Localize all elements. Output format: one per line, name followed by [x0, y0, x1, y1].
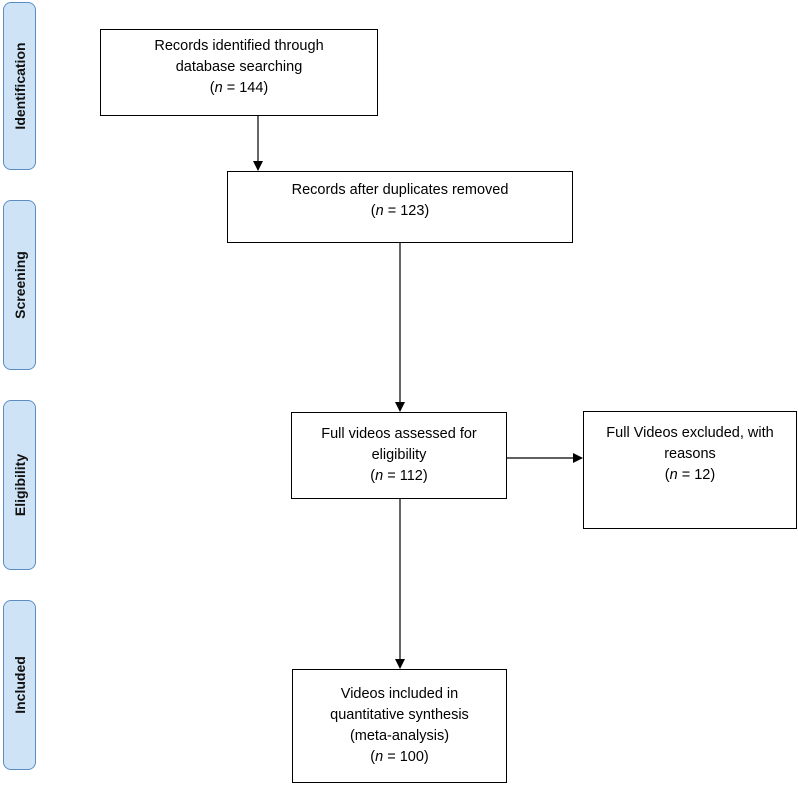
- box-assessed-line2: eligibility: [371, 447, 427, 463]
- box-identified-line1: Records identified through: [154, 38, 324, 54]
- box-assessed-line1: Full videos assessed for: [321, 426, 477, 442]
- box-records-identified: Records identified through database sear…: [100, 29, 378, 116]
- phase-eligibility: Eligibility: [3, 400, 36, 570]
- box-dedup-count: (n = 123): [370, 203, 430, 219]
- phase-identification: Identification: [3, 2, 36, 170]
- box-included-count: (n = 100): [370, 749, 429, 765]
- phase-included: Included: [3, 600, 36, 770]
- box-excluded-line1: Full Videos excluded, with: [606, 424, 774, 441]
- box-videos-included: Videos included in quantitative synthesi…: [292, 669, 507, 783]
- box-full-videos-assessed: Full videos assessed for eligibility (n …: [291, 412, 507, 499]
- box-identified-count: (n = 144): [209, 80, 269, 96]
- box-included-line1: Videos included in: [340, 686, 459, 702]
- box-excluded-count: (n = 12): [664, 466, 716, 483]
- box-assessed-count: (n = 112): [370, 468, 428, 484]
- box-included-line3: (meta-analysis): [349, 728, 450, 744]
- box-identified-line2: database searching: [175, 59, 303, 75]
- phase-screening: Screening: [3, 200, 36, 370]
- box-included-line2: quantitative synthesis: [330, 707, 469, 723]
- box-dedup-line1: Records after duplicates removed: [291, 182, 509, 198]
- box-records-after-duplicates: Records after duplicates removed (n = 12…: [227, 171, 573, 243]
- box-full-videos-excluded: Full Videos excluded, with reasons (n = …: [583, 411, 797, 529]
- box-excluded-line2: reasons: [664, 445, 716, 462]
